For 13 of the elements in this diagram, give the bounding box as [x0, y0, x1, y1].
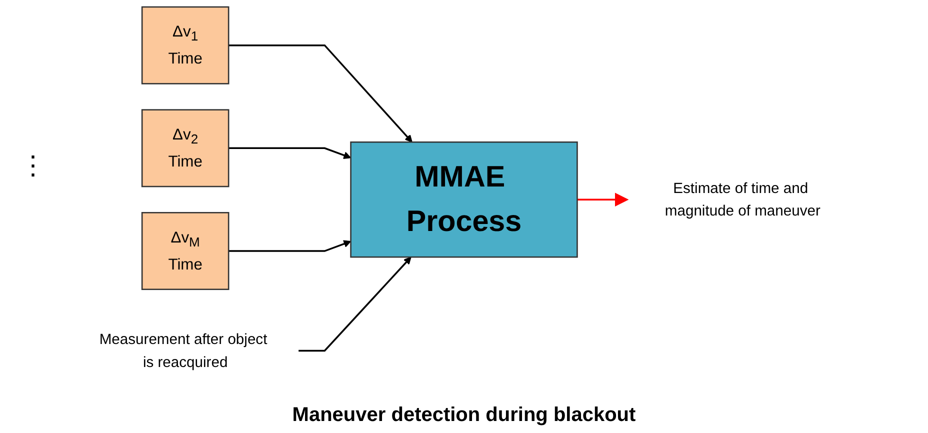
- node-text: Estimate of time and magnitude of maneuver: [664, 180, 820, 219]
- arrow: [577, 192, 629, 207]
- caption: Maneuver detection during blackout: [291, 404, 637, 427]
- node-box: MMAE Process: [350, 141, 578, 258]
- node-text: Measurement after object is reacquired: [99, 331, 268, 370]
- arrow: [298, 256, 412, 352]
- arrow: [228, 147, 352, 160]
- node-box: Δv$_{M}$ Time: [141, 212, 230, 290]
- node-box: Δv$_{2}$ Time: [141, 109, 230, 188]
- arrow: [228, 240, 352, 252]
- ellipsis-label: ⋮: [20, 150, 46, 181]
- arrow: [228, 44, 412, 142]
- node-box: Δv$_{1}$ Time: [141, 6, 230, 84]
